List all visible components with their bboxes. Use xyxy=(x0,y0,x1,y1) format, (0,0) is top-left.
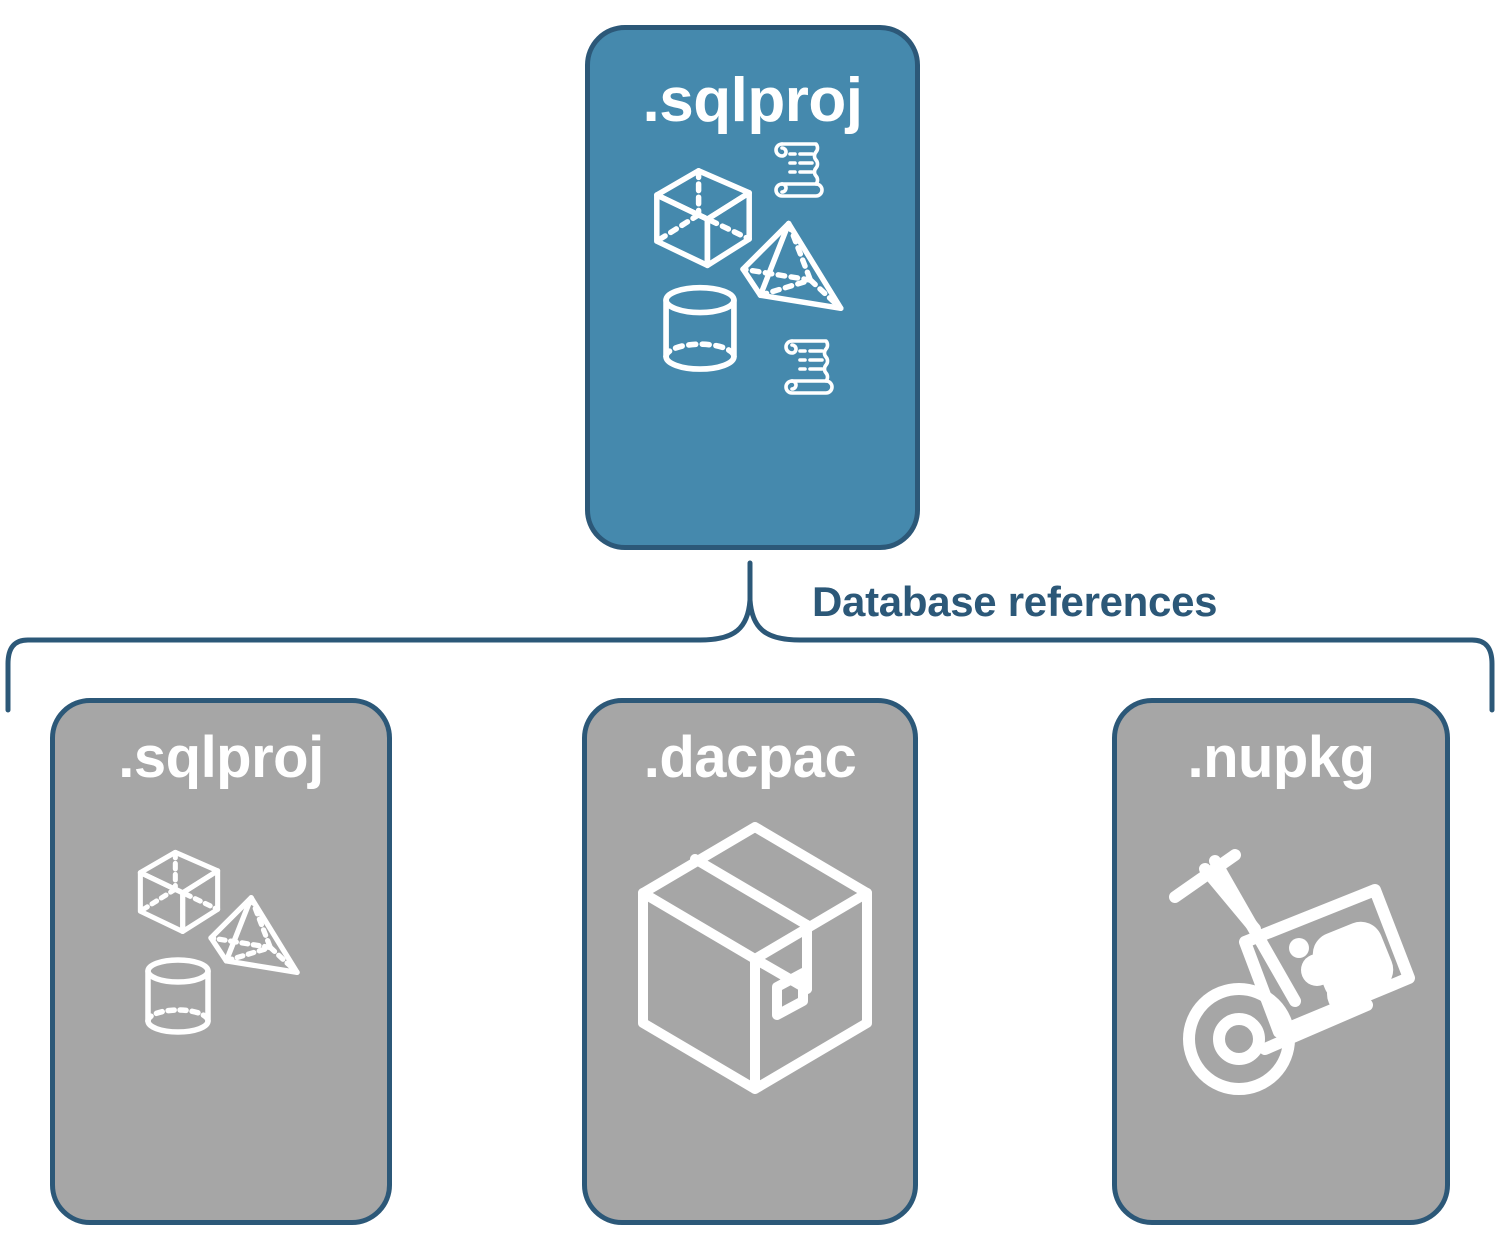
cylinder-icon xyxy=(663,284,737,372)
node-child-nupkg[interactable]: .nupkg xyxy=(1112,698,1450,1225)
child-node-0-label: .sqlproj xyxy=(118,725,324,790)
child-node-2-label: .nupkg xyxy=(1187,725,1375,790)
child-node-2-icon-group xyxy=(1117,787,1445,1220)
script-scroll-icon xyxy=(784,339,834,395)
root-node-icon-group xyxy=(590,132,915,545)
cylinder-icon xyxy=(145,957,211,1035)
child-node-0-icon-group xyxy=(55,787,387,1220)
pyramid-icon xyxy=(740,220,844,312)
shipping-box-icon xyxy=(638,822,872,1094)
child-node-1-icon-group xyxy=(587,787,913,1220)
node-child-dacpac[interactable]: .dacpac xyxy=(582,698,918,1225)
node-child-sqlproj[interactable]: .sqlproj xyxy=(50,698,392,1225)
node-root-sqlproj[interactable]: .sqlproj xyxy=(585,25,920,550)
pyramid-icon xyxy=(208,895,300,975)
script-scroll-icon xyxy=(774,142,824,198)
root-node-label: .sqlproj xyxy=(642,66,863,135)
cube-icon xyxy=(654,168,752,269)
child-node-1-label: .dacpac xyxy=(643,725,857,790)
connector-label: Database references xyxy=(812,578,1218,625)
cube-icon xyxy=(137,849,221,935)
nuget-package-icon xyxy=(1239,884,1415,1038)
hand-truck-icon xyxy=(1169,849,1373,1095)
